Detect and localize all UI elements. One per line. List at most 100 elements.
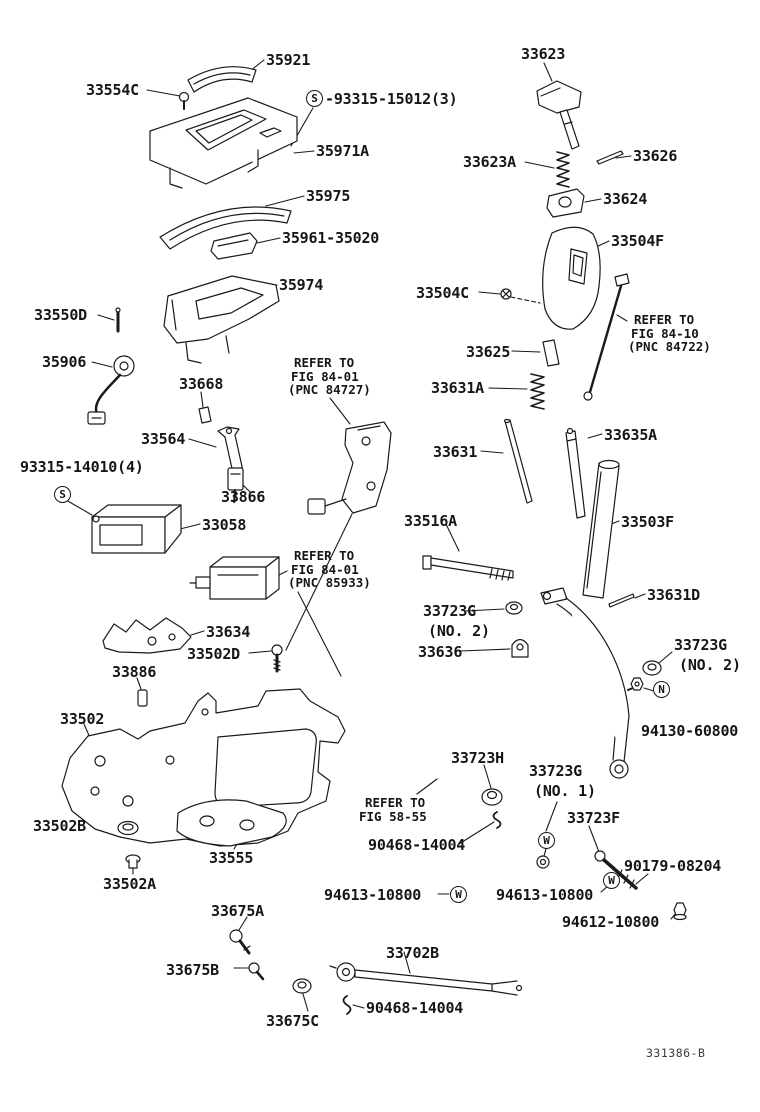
- part-33634-drawing: [102, 617, 192, 654]
- label-33564: 33564: [141, 430, 186, 448]
- label-33058: 33058: [202, 516, 247, 534]
- part-33564-drawing: [217, 426, 244, 474]
- part-33502d-drawing: [271, 644, 283, 673]
- part-35921-drawing: [187, 66, 257, 93]
- part-relay-85933-drawing: [189, 556, 280, 600]
- label-35974: 35974: [279, 276, 324, 294]
- part-35961-drawing: [210, 232, 258, 260]
- part-33504c-drawing: [500, 288, 512, 300]
- label-33623a: 33623A: [463, 153, 516, 171]
- part-33636-clamp-drawing: [511, 638, 529, 658]
- label-33626: 33626: [633, 147, 678, 165]
- part-33504f-knob-drawing: [542, 226, 601, 330]
- label-33636: 33636: [418, 643, 463, 661]
- label-33723g-no2-right: 33723G (NO. 2): [674, 637, 741, 673]
- part-33550d-drawing: [115, 307, 121, 333]
- label-33502a: 33502A: [103, 875, 156, 893]
- label-33504c: 33504C: [416, 284, 469, 302]
- note-line: FIG 84-10: [631, 325, 699, 341]
- part-33516a-bolt-drawing: [422, 555, 514, 581]
- part-33555-drawing: [176, 799, 287, 847]
- note-line: (PNC 85933): [288, 575, 371, 590]
- part-33502b-drawing: [117, 820, 139, 836]
- part-33623-drawing: [536, 80, 582, 150]
- part-33668-drawing: [198, 406, 212, 424]
- part-33626-drawing: [596, 150, 624, 165]
- label-90468-14004-mid: 90468-14004: [368, 836, 466, 854]
- part-35971a-drawing: [149, 97, 298, 189]
- note-line: FIG 84-01: [291, 368, 359, 384]
- part-number: 33723G: [674, 636, 727, 654]
- part-33723g-no2-right-washer-drawing: [642, 660, 662, 676]
- label-33550d: 33550D: [34, 306, 87, 324]
- part-33723f-bolt-drawing: [594, 850, 638, 890]
- part-number-qualifier: (NO. 2): [679, 656, 741, 674]
- label-33675c: 33675C: [266, 1012, 319, 1030]
- label-33631a: 33631A: [431, 379, 484, 397]
- note-line: (PNC 84727): [288, 382, 371, 397]
- part-33723h-grommet-drawing: [481, 788, 503, 806]
- part-33502a-drawing: [125, 854, 141, 869]
- label-94612-10800: 94612-10800: [562, 913, 660, 931]
- label-33555: 33555: [209, 849, 254, 867]
- circled-s-marker: S: [54, 486, 71, 503]
- label-35906: 35906: [42, 353, 87, 371]
- label-33886: 33886: [112, 663, 157, 681]
- part-35975-drawing: [159, 206, 292, 250]
- label-35961-35020: 35961-35020: [282, 229, 380, 247]
- part-33675b-drawing: [248, 962, 265, 981]
- part-number: 33723G: [423, 602, 476, 620]
- label-33625: 33625: [466, 343, 511, 361]
- circled-w-marker: W: [538, 832, 555, 849]
- part-lower-lever-drawing: [540, 587, 641, 779]
- label-35921: 35921: [266, 51, 311, 69]
- part-clip-90468-mid-drawing: [492, 811, 502, 829]
- label-33668: 33668: [179, 375, 224, 393]
- part-number-qualifier: (NO. 1): [534, 782, 596, 800]
- label-33675b: 33675B: [166, 961, 219, 979]
- note-line: REFER TO: [294, 548, 355, 563]
- label-33723h: 33723H: [451, 749, 504, 767]
- part-clip-90468-bottom-drawing: [342, 995, 352, 1015]
- note-line: REFER TO: [634, 312, 695, 327]
- label-35971a: 35971A: [316, 142, 369, 160]
- label-90468-14004-bottom: 90468-14004: [366, 999, 464, 1017]
- label-94613-10800-left: 94613-10800: [324, 886, 422, 904]
- label-93315-15012: S -93315-15012(3): [306, 90, 458, 107]
- label-33635a: 33635A: [604, 426, 657, 444]
- label-33723g-no2-left: 33723G (NO. 2): [423, 603, 490, 639]
- part-rod-84722-drawing: [583, 273, 630, 401]
- label-33702b: 33702B: [386, 944, 439, 962]
- circled-n-marker: N: [653, 681, 670, 698]
- part-33702b-drawing: [329, 962, 523, 996]
- label-33624: 33624: [603, 190, 648, 208]
- refer-note-84722: REFER TO FIG 84-10 (PNC 84722): [628, 313, 711, 354]
- part-bracket-84727-drawing: [307, 421, 392, 515]
- part-33635a-rod-drawing: [565, 427, 586, 519]
- label-33623: 33623: [521, 45, 566, 63]
- part-33631-rod-drawing: [503, 418, 533, 504]
- note-line: REFER TO: [294, 355, 355, 370]
- part-number-qualifier: (NO. 2): [428, 622, 490, 640]
- part-33503f-tube-drawing: [582, 459, 620, 599]
- label-33502b: 33502B: [33, 817, 86, 835]
- part-33625-drawing: [542, 339, 560, 367]
- label-33675a: 33675A: [211, 902, 264, 920]
- label-90179-08204: 90179-08204: [624, 857, 722, 875]
- label-93315-14010: 93315-14010(4): [20, 458, 144, 476]
- part-33058-drawing: [91, 504, 182, 554]
- part-94130-nut-drawing: [630, 677, 644, 691]
- label-33516a: 33516A: [404, 512, 457, 530]
- part-94612-nut-drawing: [673, 902, 687, 921]
- circled-w-marker: W: [603, 872, 620, 889]
- circled-s-marker: S: [306, 90, 323, 107]
- label-33503f: 33503F: [621, 513, 674, 531]
- note-line: (PNC 84722): [628, 339, 711, 354]
- part-33723g-no2-left-washer-drawing: [505, 601, 523, 615]
- label-33866: 33866: [221, 488, 266, 506]
- part-33554c-drawing: [178, 91, 190, 110]
- part-33675a-drawing: [229, 929, 251, 955]
- part-33623a-spring-drawing: [556, 151, 570, 188]
- part-33886-drawing: [137, 689, 148, 707]
